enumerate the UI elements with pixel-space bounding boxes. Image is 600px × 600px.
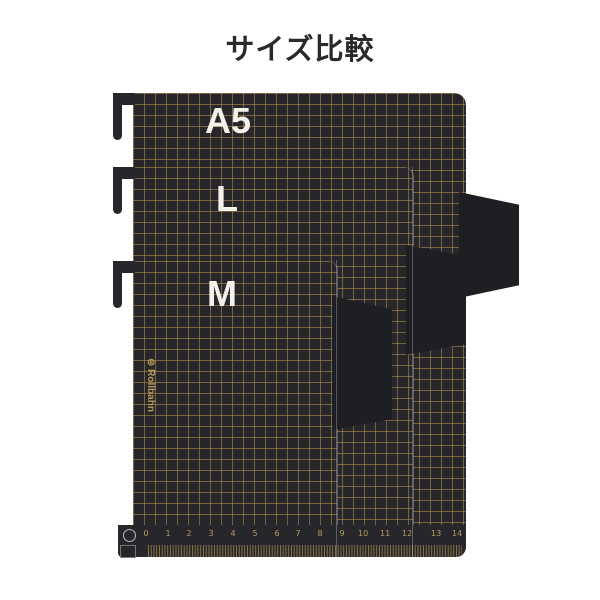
l-ring-hook [113, 167, 122, 214]
ruler-ticks [148, 545, 462, 557]
ruler-number: 3 [208, 529, 214, 538]
ruler-number: 0 [143, 529, 149, 538]
a5-label: A5 [205, 100, 252, 141]
ruler-number: 7 [295, 529, 301, 538]
ruler-number: 5 [252, 529, 258, 538]
l-sheet-edge [412, 167, 413, 557]
ruler-number: 8 [317, 529, 323, 538]
m-grid [133, 261, 337, 557]
a5-ring-hook [113, 93, 122, 140]
m-sheet-edge [336, 260, 337, 557]
m-velcro-flap [332, 296, 392, 430]
ruler-strip: 0 1 2 3 4 5 6 7 8 9 10 11 12 13 14 [118, 167, 466, 558]
ruler-number: 9 [339, 529, 345, 538]
m-ring-hook [113, 261, 122, 308]
brand-name: Rollbahn [145, 369, 156, 412]
a5-velcro-flap [459, 192, 519, 298]
ruler-number: 2 [186, 529, 192, 538]
ruler-number: 12 [402, 529, 413, 538]
l-label: L [216, 178, 238, 219]
brand-mark-icon: ⊜ [145, 358, 156, 370]
m-label: M [207, 273, 237, 314]
ruler-number: 11 [380, 529, 391, 538]
brand-logo: ⊜ Rollbahn [145, 358, 156, 412]
ruler-number: 14 [452, 529, 463, 538]
ruler-number: 6 [274, 529, 280, 538]
circle-guide-icon [123, 529, 136, 542]
ruler-number: 1 [165, 529, 171, 538]
ruler-number: 13 [431, 529, 442, 538]
page-title: サイズ比較 [225, 32, 375, 66]
ruler-number: 4 [230, 529, 236, 538]
l-velcro-flap [406, 245, 466, 355]
ruler-number: 10 [358, 529, 369, 538]
square-guide-icon [120, 545, 136, 558]
